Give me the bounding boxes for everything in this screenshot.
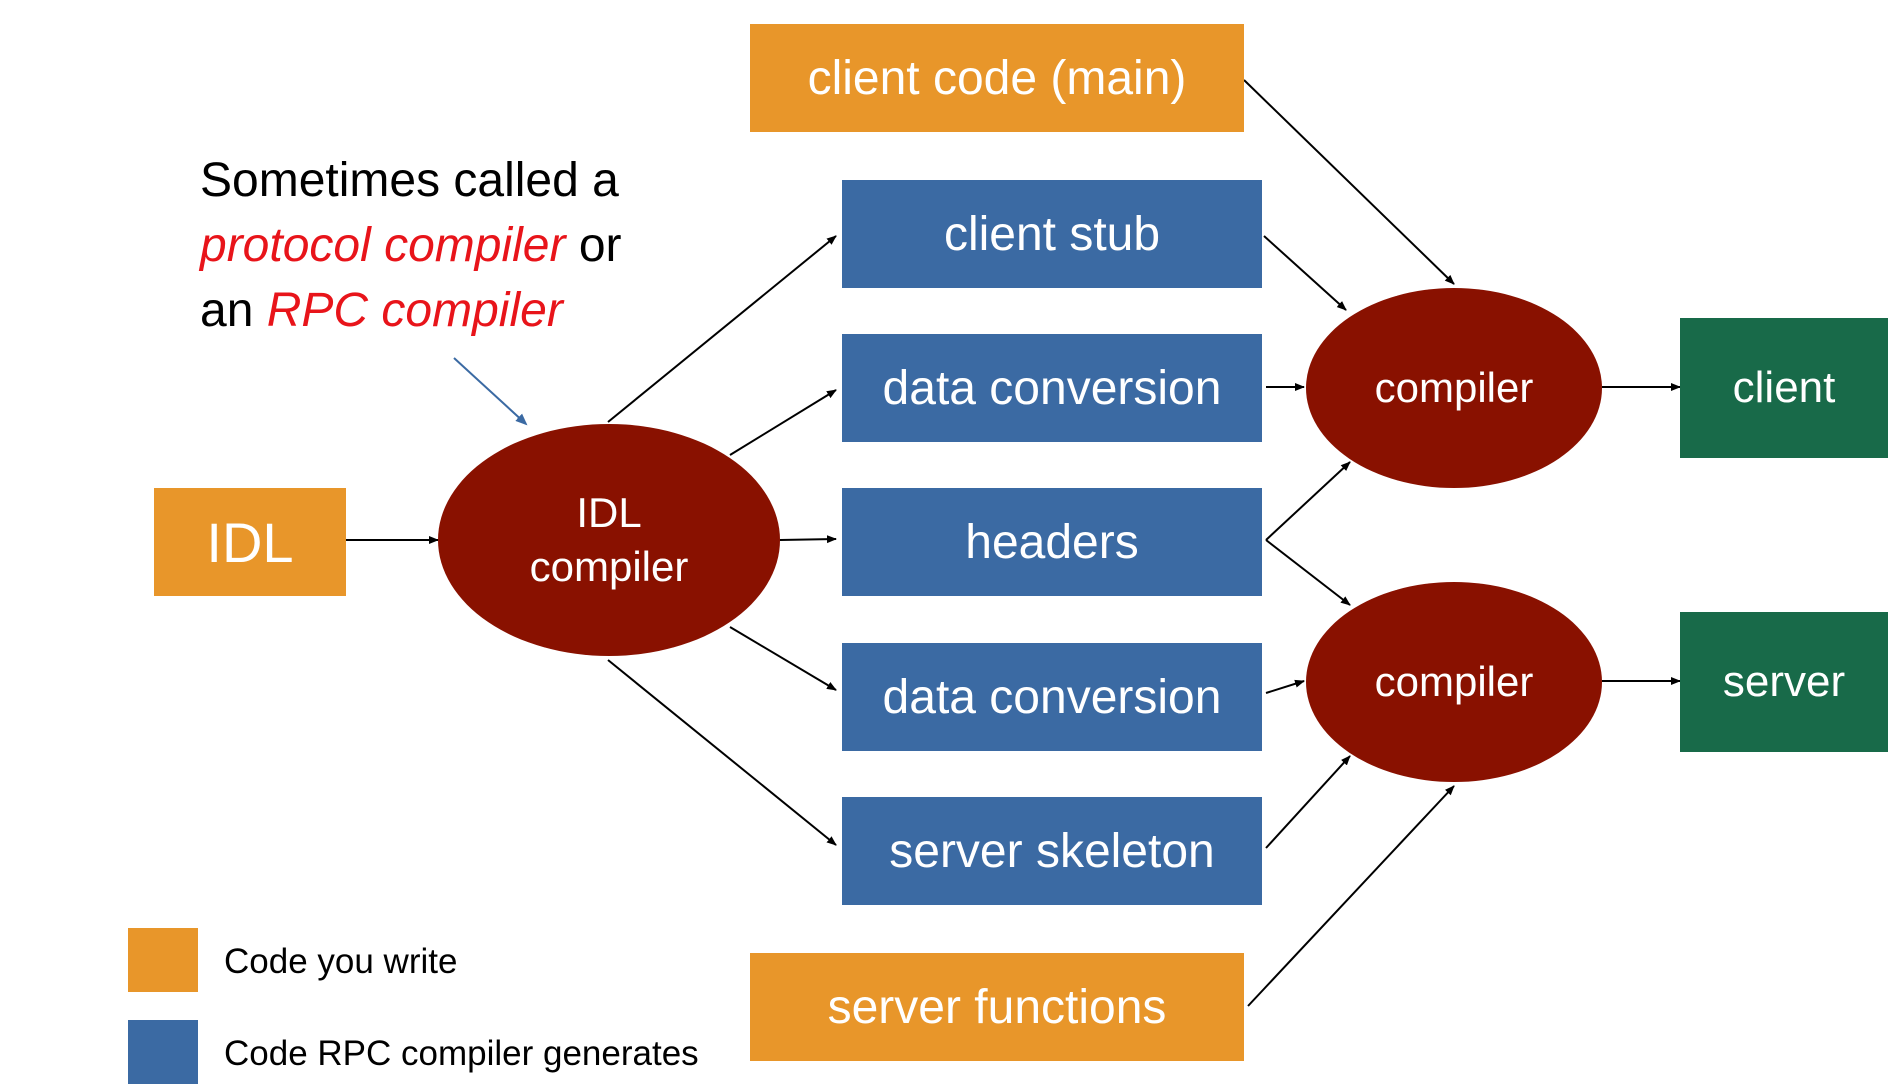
arrow-idl-compiler-to-headers [779, 535, 837, 544]
arrow-idl-compiler-to-data-conversion-2 [729, 626, 837, 691]
arrow-headers-to-client-compiler [1265, 461, 1351, 541]
headers-box: headers [842, 488, 1262, 596]
legend-label-written: Code you write [224, 942, 458, 981]
arrow-client-code-to-compiler [1243, 79, 1455, 285]
note-highlight-protocol-compiler: protocol compiler [200, 219, 566, 272]
legend-swatch-written [128, 928, 198, 992]
idl-compiler-ellipse: IDL compiler [438, 424, 780, 656]
idl-box: IDL [154, 488, 346, 596]
server-compiler-label: compiler [1374, 658, 1534, 705]
client-code-box: client code (main) [750, 24, 1244, 132]
server-output-box: server [1680, 612, 1888, 752]
data-conversion-box-2: data conversion [842, 643, 1262, 751]
server-functions-box: server functions [750, 953, 1244, 1061]
arrow-idl-compiler-to-client-stub [607, 235, 837, 423]
server-compiler-ellipse: compiler [1306, 582, 1602, 782]
arrow-server-skeleton-to-compiler [1265, 755, 1351, 849]
legend-swatch-generated [128, 1020, 198, 1084]
note-highlight-rpc-compiler: RPC compiler [266, 284, 563, 337]
note-an: an [200, 284, 267, 337]
arrow-idl-compiler-to-server-skeleton [607, 659, 837, 846]
data-conversion-box-1: data conversion [842, 334, 1262, 442]
note-line-1: Sometimes called a [200, 154, 619, 207]
legend-label-generated: Code RPC compiler generates [224, 1034, 699, 1073]
server-skeleton-box: server skeleton [842, 797, 1262, 905]
idl-compiler-label-line-2: compiler [529, 543, 689, 590]
client-compiler-ellipse: compiler [1306, 288, 1602, 488]
note-line-2: protocol compiler or [200, 213, 622, 278]
client-stub-box: client stub [842, 180, 1262, 288]
protocol-compiler-note: Sometimes called a protocol compiler or … [200, 148, 622, 343]
note-or: or [565, 219, 622, 272]
note-pointer-arrow [453, 357, 528, 426]
client-output-box: client [1680, 318, 1888, 458]
idl-compiler-label-line-1: IDL [576, 489, 642, 536]
arrow-client-stub-to-compiler [1263, 235, 1347, 311]
arrow-idl-compiler-to-data-conversion-1 [729, 389, 837, 456]
client-compiler-label: compiler [1374, 364, 1534, 411]
arrow-data-conversion-2-to-compiler [1265, 679, 1305, 694]
arrow-headers-to-server-compiler [1265, 539, 1351, 606]
arrow-server-functions-to-compiler [1247, 785, 1455, 1007]
note-line-3: an RPC compiler [200, 278, 622, 343]
